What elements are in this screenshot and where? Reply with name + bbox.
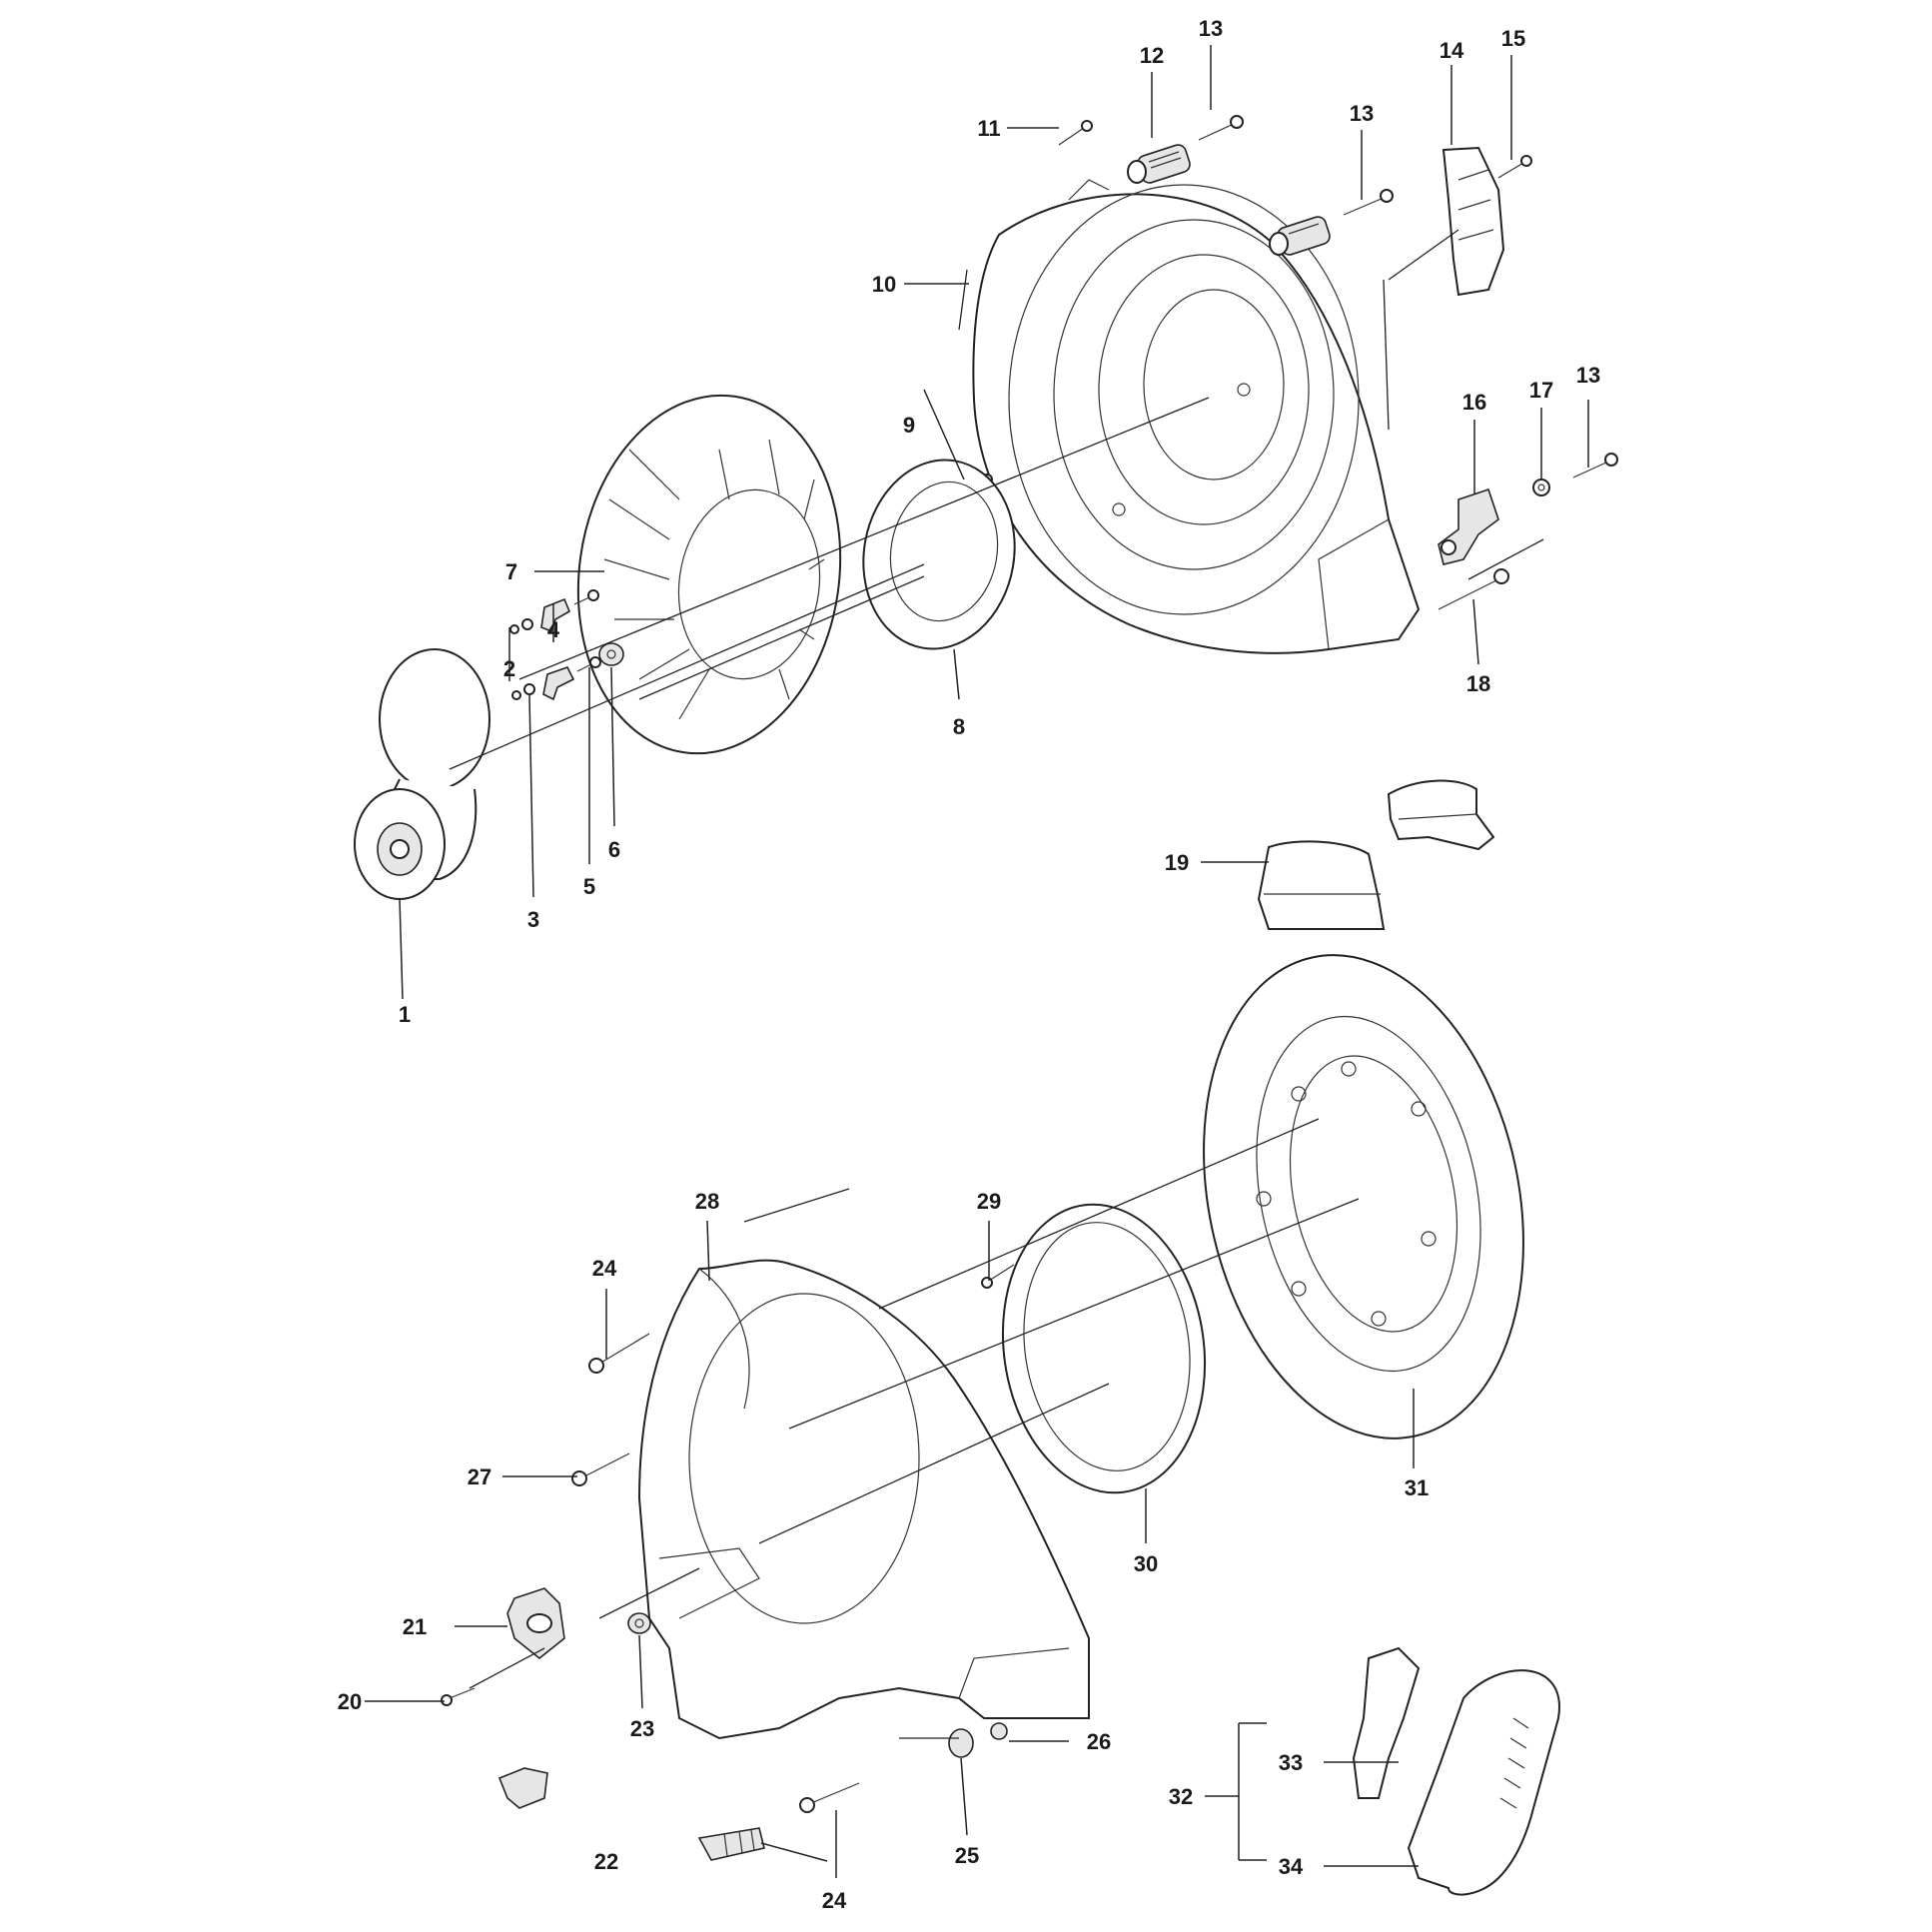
- part-14-bracket: [1442, 146, 1505, 297]
- callout-32: 32: [1169, 1784, 1193, 1809]
- callout-18: 18: [1466, 671, 1490, 696]
- callout-8: 8: [953, 714, 965, 739]
- callout-28: 28: [695, 1189, 719, 1214]
- assembly-axis-lines: [449, 229, 1544, 1739]
- callout-labels: 11 12 13 13 14 15 10 9 16 17 13 7 4 2 18…: [338, 16, 1600, 1913]
- callout-9: 9: [903, 413, 915, 438]
- callout-14: 14: [1440, 38, 1464, 63]
- part-17-washer: [1532, 479, 1550, 496]
- callout-24-upper: 24: [592, 1256, 617, 1281]
- callout-13-middle: 13: [1350, 101, 1374, 126]
- part-13-screw-middle: [1343, 189, 1394, 216]
- part-32-bracket-group: [1205, 1722, 1267, 1861]
- part-24-screw-upper: [588, 1333, 650, 1374]
- part-15-screw: [1497, 155, 1532, 179]
- callout-13-lower: 13: [1576, 363, 1600, 388]
- part-26-nut: [990, 1722, 1008, 1740]
- callout-25: 25: [955, 1843, 979, 1868]
- part-34-handle-half: [1407, 1669, 1560, 1896]
- part-10-fan-housing-cover: [972, 179, 1421, 654]
- part-21-clip: [497, 1767, 548, 1809]
- callout-19: 19: [1165, 850, 1189, 875]
- part-19-guide: [1257, 779, 1495, 930]
- callout-6: 6: [608, 837, 620, 862]
- callout-1: 1: [399, 1002, 411, 1027]
- callout-4: 4: [547, 617, 560, 642]
- part-13-screw-lower: [1572, 453, 1618, 479]
- part-30-ring: [1001, 1203, 1207, 1494]
- part-23-grommet: [627, 1612, 651, 1634]
- callout-34: 34: [1279, 1854, 1304, 1879]
- callout-17: 17: [1529, 378, 1553, 403]
- part-22-clip: [697, 1827, 765, 1861]
- part-5-pawl-lower: [542, 656, 601, 701]
- part-24-screw-lower: [799, 1782, 860, 1813]
- callout-20: 20: [338, 1689, 362, 1714]
- callout-16: 16: [1462, 390, 1486, 415]
- callout-12: 12: [1140, 43, 1164, 68]
- part-16-clamp: [1438, 487, 1499, 565]
- part-3-washer: [511, 683, 535, 700]
- part-12-damper-spring-lower: [1269, 216, 1331, 256]
- part-25-knob: [948, 1728, 974, 1758]
- part-4-pawl-upper: [540, 589, 599, 633]
- callout-23: 23: [630, 1716, 654, 1741]
- callout-7: 7: [505, 559, 517, 584]
- callout-5: 5: [583, 874, 595, 899]
- part-13-screw-top: [1198, 115, 1244, 141]
- part-27-screw: [571, 1452, 630, 1486]
- callout-2: 2: [503, 656, 515, 681]
- callout-3: 3: [527, 907, 539, 932]
- callout-26: 26: [1087, 1729, 1111, 1754]
- part-12-damper-spring-upper: [1127, 144, 1191, 184]
- callout-11: 11: [977, 116, 1000, 141]
- callout-33: 33: [1279, 1750, 1303, 1775]
- part-1-hub: [354, 648, 490, 900]
- part-21-bracket: [506, 1587, 565, 1660]
- callout-10: 10: [872, 272, 896, 297]
- callout-21: 21: [403, 1614, 427, 1639]
- part-20-screw: [441, 1687, 476, 1706]
- part-7-fan-wheel: [576, 394, 842, 755]
- part-18-bolt: [1438, 568, 1509, 610]
- part-11-screw: [1058, 120, 1093, 146]
- part-28-volute-housing: [637, 1259, 1090, 1740]
- callout-31: 31: [1405, 1475, 1429, 1500]
- part-6-nut: [598, 642, 624, 666]
- callout-22: 22: [594, 1849, 618, 1874]
- callout-29: 29: [977, 1189, 1001, 1214]
- callout-30: 30: [1134, 1551, 1158, 1576]
- callout-27: 27: [468, 1464, 491, 1489]
- callout-24-lower: 24: [822, 1888, 847, 1913]
- part-33-handle-half: [1352, 1646, 1421, 1799]
- part-2-washer: [509, 618, 533, 634]
- leader-lines: [365, 45, 1589, 1878]
- part-31-backplate: [1203, 954, 1524, 1440]
- callout-15: 15: [1501, 26, 1525, 51]
- callout-13-top: 13: [1199, 16, 1223, 41]
